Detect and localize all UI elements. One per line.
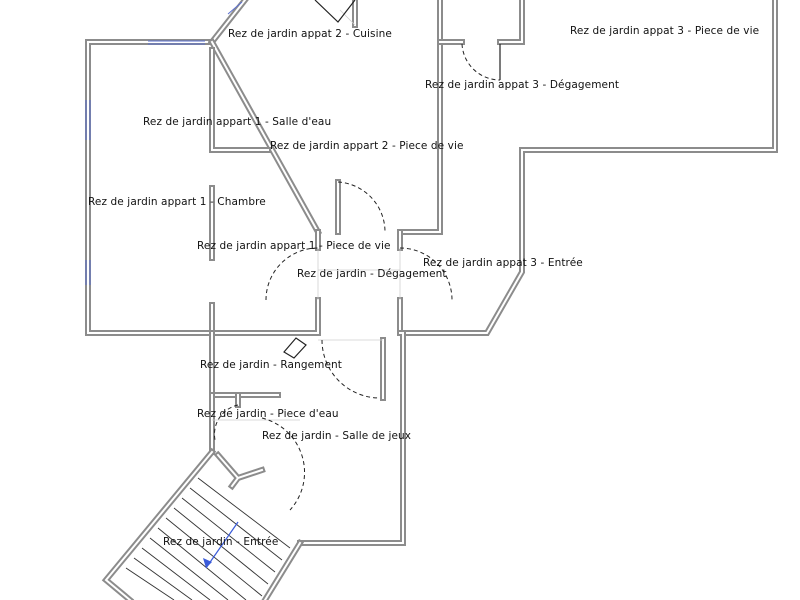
room-label-piece-eau: Rez de jardin - Piece d'eau (197, 408, 339, 420)
walls (85, 0, 778, 600)
door-entree-3-swing (399, 247, 453, 301)
door-degagement-left-swing (265, 247, 319, 301)
wall-appat3-outline (397, 0, 778, 336)
stair-direction-line (205, 521, 239, 569)
window-top-left (148, 40, 205, 45)
wall-stair-hall (101, 447, 305, 600)
door-degagement-3-swing (461, 43, 501, 81)
room-label-entree: Rez de jardin - Entrée (163, 536, 279, 548)
wall-cuisine-right (397, 0, 443, 235)
room-label-entree-3: Rez de jardin appat 3 - Entrée (423, 257, 583, 269)
room-label-degagement: Rez de jardin - Dégagement (297, 268, 447, 280)
window-left-1 (85, 100, 91, 140)
room-label-rangement: Rez de jardin - Rangement (200, 359, 343, 371)
staircase (125, 477, 291, 600)
guide-lines (212, 9, 401, 421)
stair-direction-arrow (203, 558, 212, 568)
room-label-salle-jeux: Rez de jardin - Salle de jeux (262, 430, 412, 442)
wall-piece-eau (209, 392, 241, 455)
window-kitchen (227, 1, 243, 15)
door-piece-vie-1-swing (337, 181, 386, 233)
door-cuisine (314, 0, 356, 23)
room-label-cuisine-2: Rez de jardin appat 2 - Cuisine (228, 28, 392, 40)
wall-degagement-3 (437, 0, 525, 45)
wall-salle-eau (209, 47, 271, 153)
door-piece-eau-swing (261, 417, 306, 511)
room-label-piece-vie-3: Rez de jardin appat 3 - Piece de vie (570, 25, 760, 37)
door-rangement-leaf (283, 337, 307, 359)
wall-piece-vie-1 (315, 179, 403, 251)
windows (85, 1, 243, 285)
room-label-degagement-3: Rez de jardin appat 3 - Dégagement (425, 79, 620, 91)
door-salle-jeux-swing (321, 339, 381, 399)
wall-stair-closet (213, 450, 266, 491)
room-label-piece-vie-1: Rez de jardin appart 1 - Piece de vie (197, 240, 391, 252)
room-label-salle-eau-1: Rez de jardin appart 1 - Salle d'eau (143, 116, 332, 128)
wall-lower-partitions (209, 297, 403, 336)
wall-left-block (85, 39, 215, 336)
room-label-chambre-1: Rez de jardin appart 1 - Chambre (88, 196, 266, 208)
doors (213, 0, 501, 511)
room-label-piece-vie-2: Rez de jardin appart 2 - Piece de vie (270, 140, 464, 152)
window-left-2 (85, 260, 91, 285)
door-piece-eau-swing-2 (213, 404, 239, 441)
